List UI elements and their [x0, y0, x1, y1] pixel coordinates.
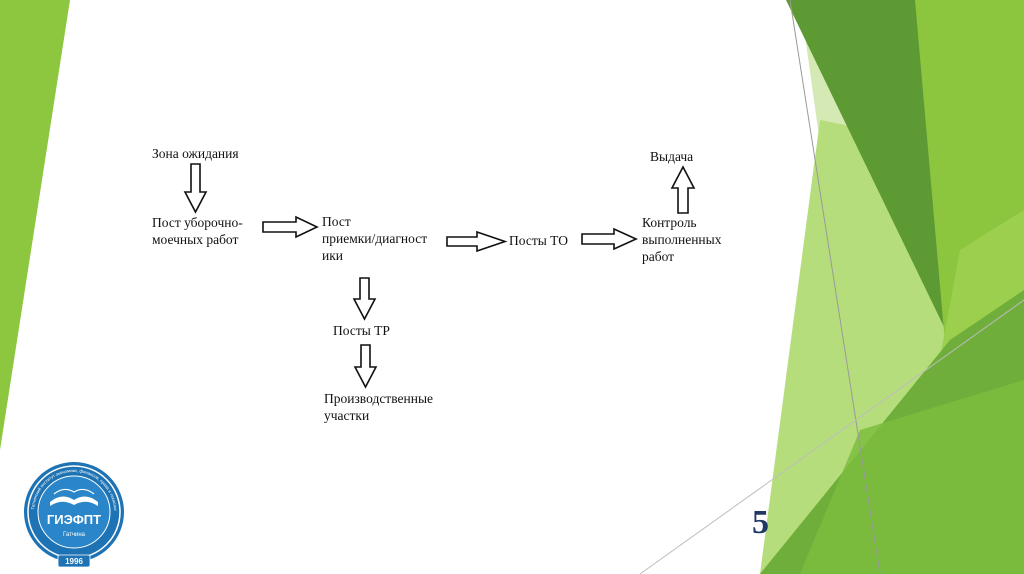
node-production-areas: Производственные участки	[324, 390, 433, 424]
node-issue: Выдача	[650, 148, 693, 165]
node-control: Контроль выполненных работ	[642, 214, 721, 265]
node-repair-posts-label: Посты ТР	[333, 323, 390, 338]
node-repair-posts: Посты ТР	[333, 322, 390, 339]
arrow-down-tr-to-production	[355, 345, 376, 387]
logo-year: 1996	[65, 557, 83, 566]
node-control-line2: выполненных	[642, 231, 721, 248]
node-reception-post-line2: приемки/диагност	[322, 230, 427, 247]
node-production-areas-line1: Производственные	[324, 390, 433, 407]
node-reception-post: Пост приемки/диагност ики	[322, 213, 427, 264]
left-green-strip	[0, 0, 70, 450]
node-reception-post-line1: Пост	[322, 213, 427, 230]
node-maintenance-posts: Посты ТО	[509, 232, 568, 249]
institute-logo: ГИЭФПТ Гатчина Гатчинский институт эконо…	[22, 458, 126, 570]
node-production-areas-line2: участки	[324, 407, 433, 424]
node-maintenance-posts-label: Посты ТО	[509, 233, 568, 248]
node-control-line1: Контроль	[642, 214, 721, 231]
node-cleaning-post-line2: моечных работ	[152, 231, 243, 248]
arrow-down-waiting-to-cleaning	[185, 164, 206, 212]
node-issue-label: Выдача	[650, 149, 693, 164]
arrow-right-cleaning-to-reception	[263, 217, 317, 237]
logo-acronym: ГИЭФПТ	[47, 512, 101, 527]
node-waiting-zone-label: Зона ожидания	[152, 146, 239, 161]
node-cleaning-post: Пост уборочно- моечных работ	[152, 214, 243, 248]
node-control-line3: работ	[642, 248, 721, 265]
arrow-up-control-to-issue	[672, 167, 694, 213]
node-waiting-zone: Зона ожидания	[152, 145, 239, 162]
arrow-down-reception-to-tr	[354, 278, 375, 319]
page-number: 5	[752, 504, 769, 542]
logo-city: Гатчина	[63, 532, 86, 538]
arrow-right-to-to-control	[582, 229, 636, 249]
node-reception-post-line3: ики	[322, 247, 427, 264]
arrow-right-reception-to-to	[447, 232, 505, 251]
node-cleaning-post-line1: Пост уборочно-	[152, 214, 243, 231]
